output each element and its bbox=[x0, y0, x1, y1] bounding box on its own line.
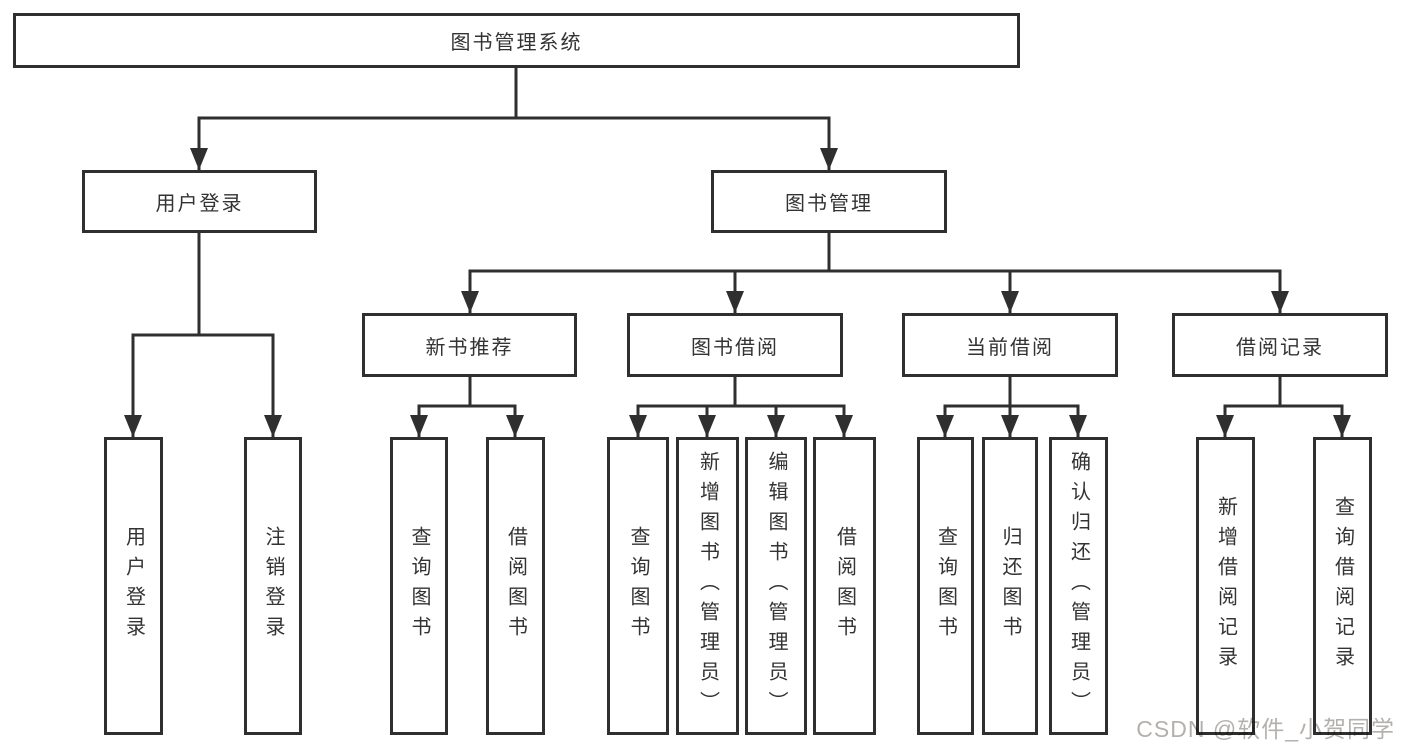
connector-user-login-branch bbox=[124, 231, 282, 437]
node-new-book-recommend: 新书推荐 bbox=[362, 313, 577, 377]
node-book-management: 图书管理 bbox=[711, 170, 947, 233]
node-edit-books-admin: 编辑图书（管理员） bbox=[745, 437, 807, 735]
node-borrowing-records: 借阅记录 bbox=[1172, 313, 1388, 377]
node-add-borrow-record: 新增借阅记录 bbox=[1196, 437, 1255, 735]
node-user-login: 用户登录 bbox=[82, 170, 317, 233]
node-add-books-admin: 新增图书（管理员） bbox=[676, 437, 739, 735]
connector-borrow-records-branch bbox=[1216, 375, 1351, 437]
node-confirm-return-admin: 确认归还（管理员） bbox=[1049, 437, 1108, 735]
connector-book-borrow-branch bbox=[629, 375, 853, 437]
node-query-borrow-record: 查询借阅记录 bbox=[1313, 437, 1372, 735]
node-borrow-books-leaf: 借阅图书 bbox=[813, 437, 876, 735]
node-borrow-books-recommend: 借阅图书 bbox=[486, 437, 545, 735]
node-current-borrowing: 当前借阅 bbox=[902, 313, 1118, 377]
node-query-books-current: 查询图书 bbox=[917, 437, 974, 735]
node-book-borrowing: 图书借阅 bbox=[627, 313, 843, 377]
node-query-books-recommend: 查询图书 bbox=[390, 437, 448, 735]
connector-current-borrow-branch bbox=[936, 375, 1087, 437]
connector-new-book-branch bbox=[410, 375, 524, 437]
node-return-books: 归还图书 bbox=[982, 437, 1038, 735]
node-user-login-leaf: 用户登录 bbox=[104, 437, 163, 735]
node-logout-leaf: 注销登录 bbox=[244, 437, 302, 735]
connector-root-to-level2 bbox=[190, 66, 838, 170]
node-query-books-borrow: 查询图书 bbox=[607, 437, 669, 735]
csdn-watermark: CSDN @软件_小贺同学 bbox=[1136, 716, 1395, 742]
connector-book-management-branch bbox=[461, 231, 1289, 313]
node-library-system: 图书管理系统 bbox=[13, 13, 1020, 68]
